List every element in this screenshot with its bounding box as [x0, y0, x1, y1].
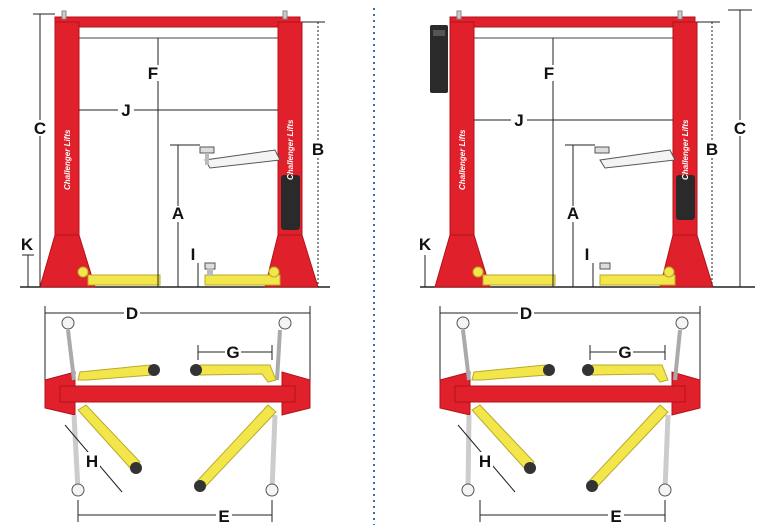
dim-label-j: J — [121, 101, 130, 120]
dim-label-a: A — [172, 204, 184, 223]
dim-label-d-2: D — [520, 304, 532, 323]
dim-label-e: E — [218, 507, 229, 526]
dim-label-b-2: B — [706, 140, 718, 159]
dim-label-i: I — [191, 245, 196, 264]
right-front-elevation: Challenger Lifts Challenger Lifts F J C … — [419, 9, 755, 288]
dim-label-k: K — [21, 235, 34, 254]
dim-label-j-2: J — [514, 111, 523, 130]
dim-label-d: D — [126, 304, 138, 323]
left-plan-view: D G H — [44, 304, 311, 526]
dim-label-f: F — [148, 64, 158, 83]
dim-label-a-2: A — [567, 204, 579, 223]
motor-unit — [430, 25, 448, 93]
dim-label-g-2: G — [618, 343, 631, 362]
dim-label-h-2: H — [479, 452, 491, 471]
dim-label-k-2: K — [419, 235, 432, 254]
brand-text-right: Challenger Lifts — [286, 119, 295, 180]
brand-text-left-2: Challenger Lifts — [458, 129, 467, 190]
dim-label-b: B — [312, 140, 324, 159]
right-base — [281, 371, 311, 416]
right-plan-view: D G H E — [439, 304, 701, 526]
dim-label-f-2: F — [544, 64, 554, 83]
overhead-beam — [54, 16, 301, 28]
brand-text-right-2: Challenger Lifts — [681, 119, 690, 180]
power-unit — [281, 175, 300, 230]
dim-label-c-2: C — [734, 119, 746, 138]
brand-text-left: Challenger Lifts — [63, 129, 72, 190]
dim-label-h: H — [86, 452, 98, 471]
dim-label-c: C — [34, 119, 46, 138]
dim-label-i-2: I — [585, 245, 590, 264]
overhead-beam-plan — [59, 385, 296, 403]
dim-label-g: G — [226, 343, 239, 362]
left-front-elevation: Challenger Lifts Challenger Lifts — [20, 10, 330, 288]
dim-label-e-2: E — [610, 507, 621, 526]
